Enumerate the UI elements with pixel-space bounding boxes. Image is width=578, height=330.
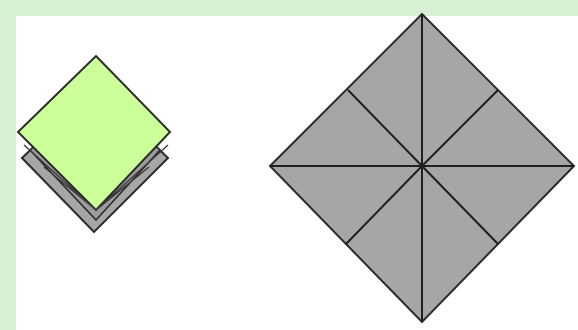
folded-top-face bbox=[18, 56, 170, 210]
folded-paper-square bbox=[18, 56, 170, 232]
unfolded-paper-square bbox=[270, 14, 574, 322]
